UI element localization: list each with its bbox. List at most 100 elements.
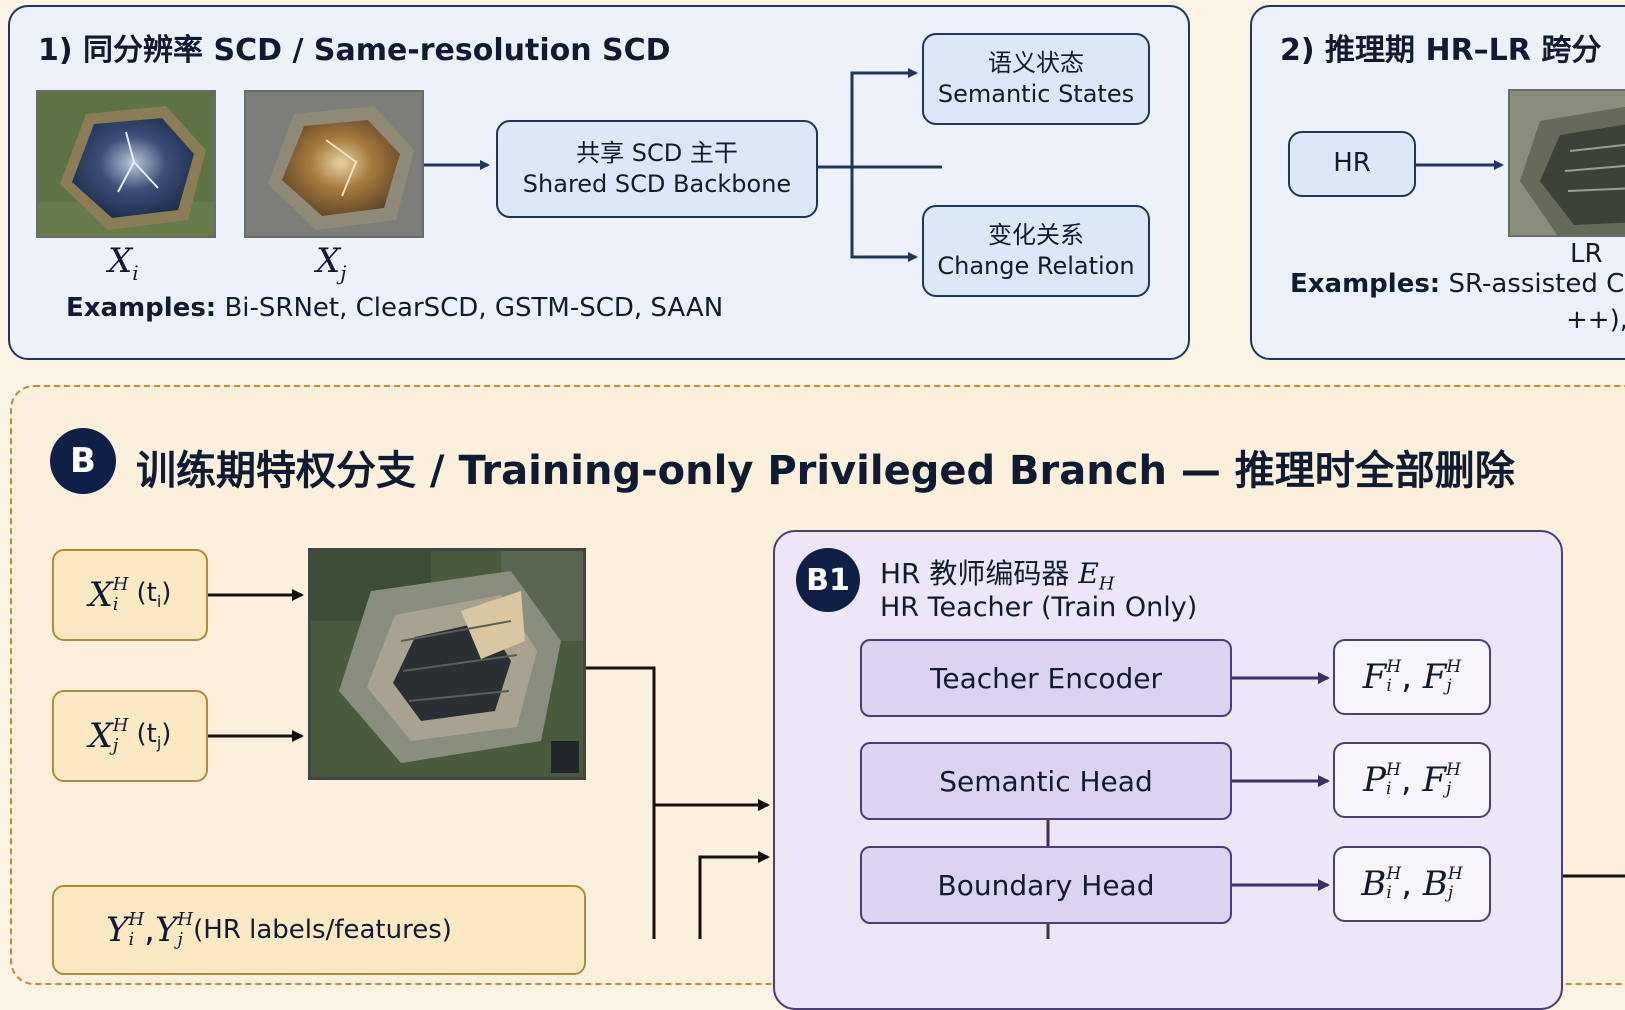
satellite-image-lr (1508, 89, 1625, 237)
change-zh: 变化关系 (988, 220, 1084, 249)
panel2-examples-cont: ++), (1566, 305, 1625, 335)
panel2-arrows (1416, 160, 1504, 170)
b1-title-symbol: E (1078, 557, 1099, 590)
arrow-into-b1-lower (698, 851, 770, 939)
backbone-zh: 共享 SCD 主干 (576, 138, 738, 167)
out0-b-sub: j (1446, 676, 1452, 696)
boundary-head-label: Boundary Head (937, 868, 1155, 902)
input-xj-time-close: ) (161, 719, 172, 750)
satellite-image-xj-graphic (246, 92, 422, 236)
input-xi-time-open: (t (136, 578, 157, 609)
satellite-image-xi (36, 90, 216, 238)
input-xj-time-open: (t (136, 719, 157, 750)
hr-label-sep: , (144, 910, 155, 950)
change-en: Change Relation (937, 252, 1135, 280)
b1-title-zh: HR 教师编码器 (880, 557, 1070, 590)
panel1-title: 1) 同分辨率 SCD / Same-resolution SCD (38, 33, 671, 68)
lr-label: LR (1570, 239, 1603, 269)
out1-a-sup: H (1386, 760, 1401, 781)
b1-badge: B1 (796, 548, 860, 612)
out2-a: B (1361, 864, 1387, 904)
boundary-head-box: Boundary Head (860, 846, 1232, 924)
panel2-examples-label: Examples: (1290, 269, 1441, 299)
label-xi-sub: i (132, 260, 139, 285)
teacher-encoder-label: Teacher Encoder (930, 661, 1162, 695)
panel-same-resolution-scd: 1) 同分辨率 SCD / Same-resolution SCD Xi (8, 5, 1190, 360)
section-b-badge: B (50, 428, 116, 494)
section-b-arrows (208, 589, 1625, 939)
panel2-examples: Examples: SR-assisted C (1290, 269, 1624, 299)
panel1-arrows (424, 68, 942, 262)
hr-box: HR (1288, 131, 1416, 197)
backbone-en: Shared SCD Backbone (522, 170, 792, 198)
teacher-encoder-box: Teacher Encoder (860, 639, 1232, 717)
panel1-examples-text: Bi-SRNet, ClearSCD, GSTM-SCD, SAAN (216, 293, 724, 323)
semantic-head-label: Semantic Head (939, 764, 1153, 798)
connector-image-to-b1 (586, 666, 656, 939)
input-xj-hr-sup: H (112, 715, 129, 737)
input-xj-time-sub: j (156, 733, 162, 753)
panel1-examples-label: Examples: (66, 293, 217, 323)
arrow-to-change-relation (850, 167, 918, 262)
out1-a-sub: i (1386, 779, 1392, 799)
out2-b-sub: j (1447, 883, 1454, 903)
semantic-en: Semantic States (937, 80, 1135, 108)
input-xj-hr-sub: j (112, 735, 119, 756)
input-xj-hr-base: X (88, 716, 113, 756)
satellite-image-hr (308, 548, 586, 780)
input-xi-hr-sup: H (112, 574, 129, 596)
shared-scd-backbone-box: 共享 SCD 主干 Shared SCD Backbone (496, 120, 818, 218)
label-xj-sub: j (340, 260, 347, 285)
semantic-head-box: Semantic Head (860, 742, 1232, 820)
label-xi-base: X (108, 241, 133, 281)
out2-b-sup: H (1447, 864, 1463, 885)
hr-label: HR (1333, 148, 1371, 179)
label-xj-base: X (316, 241, 341, 281)
out0-b: F (1422, 657, 1447, 697)
satellite-image-xi-graphic (38, 92, 214, 236)
satellite-image-xj (244, 90, 424, 238)
out2-b: B (1422, 864, 1448, 904)
arrow-to-semantic-states (850, 68, 918, 167)
out0-a: F (1362, 657, 1387, 697)
semantic-states-box: 语义状态 Semantic States (922, 33, 1150, 125)
input-xi-time-sub: i (156, 592, 162, 612)
out1-a: P (1363, 760, 1386, 800)
section-b-title: 训练期特权分支 / Training-only Privileged Branc… (136, 448, 1515, 494)
input-xi-hr-base: X (88, 575, 113, 615)
out1-b-sub: j (1446, 779, 1452, 799)
hr-label-y1-sup: H (128, 909, 145, 931)
panel2-title: 2) 推理期 HR–LR 跨分 (1280, 33, 1602, 68)
out0-a-sub: i (1386, 676, 1392, 696)
hr-label-y2-sup: H (177, 909, 194, 931)
panel1-examples: Examples: Bi-SRNet, ClearSCD, GSTM-SCD, … (66, 293, 723, 323)
b1-title-en: HR Teacher (Train Only) (880, 592, 1198, 623)
change-relation-box: 变化关系 Change Relation (922, 205, 1150, 297)
out0-a-sup: H (1386, 657, 1402, 678)
b1-title-symbol-sub: H (1098, 573, 1115, 595)
out1-b: F (1422, 760, 1447, 800)
out2-a-sub: i (1386, 883, 1392, 903)
out1-b-sup: H (1446, 760, 1461, 781)
satellite-image-lr-graphic (1510, 91, 1625, 235)
input-xi-hr-sub: i (112, 594, 119, 615)
out2-a-sup: H (1386, 864, 1402, 885)
b1-title-zh-row: HR 教师编码器 EH (880, 552, 1114, 595)
label-xi: Xi (108, 241, 139, 285)
satellite-image-hr-graphic (311, 551, 583, 777)
out0-b-sup: H (1446, 657, 1462, 678)
input-xi-time: (ti) (136, 578, 171, 611)
